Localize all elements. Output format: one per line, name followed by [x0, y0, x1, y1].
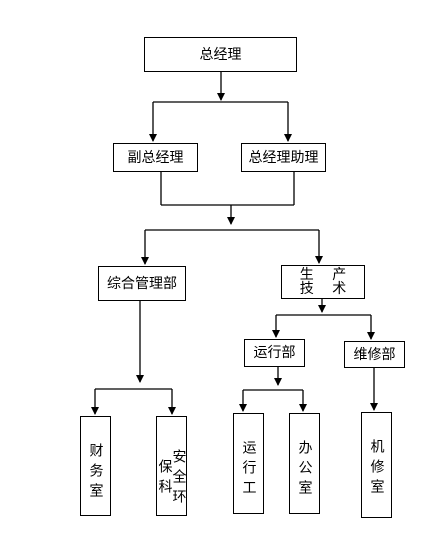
node-production-technology: 生 产 技 术 — [281, 265, 365, 299]
node-operations-dept: 运行部 — [244, 339, 305, 367]
node-label: 综合管理部 — [107, 275, 177, 292]
node-general-manager: 总经理 — [144, 37, 297, 72]
node-deputy-general-manager: 副总经理 — [113, 143, 198, 172]
node-label: 财务室 — [87, 443, 104, 503]
node-label: 机修室 — [368, 439, 385, 499]
node-label: 总经理助理 — [248, 149, 319, 166]
node-repair-room: 机修室 — [361, 412, 392, 518]
node-label: 总经理 — [199, 46, 242, 63]
node-label: 办公室 — [296, 440, 313, 500]
node-label: 维修部 — [353, 346, 396, 363]
node-operations-worker: 运行工 — [233, 413, 264, 514]
node-finance-office: 财务室 — [80, 416, 111, 516]
node-gm-assistant: 总经理助理 — [241, 143, 326, 172]
node-label: 运行部 — [253, 345, 296, 361]
node-general-management-dept: 综合管理部 — [98, 266, 186, 301]
node-safety-environment-dept: 安全环保科 — [156, 416, 187, 516]
node-label: 副总经理 — [127, 149, 184, 166]
node-label: 生 产 技 术 — [299, 267, 354, 297]
node-office: 办公室 — [289, 413, 320, 514]
node-maintenance-dept: 维修部 — [344, 341, 405, 368]
node-label: 安全环保科 — [156, 449, 187, 509]
node-label: 运行工 — [240, 440, 257, 500]
